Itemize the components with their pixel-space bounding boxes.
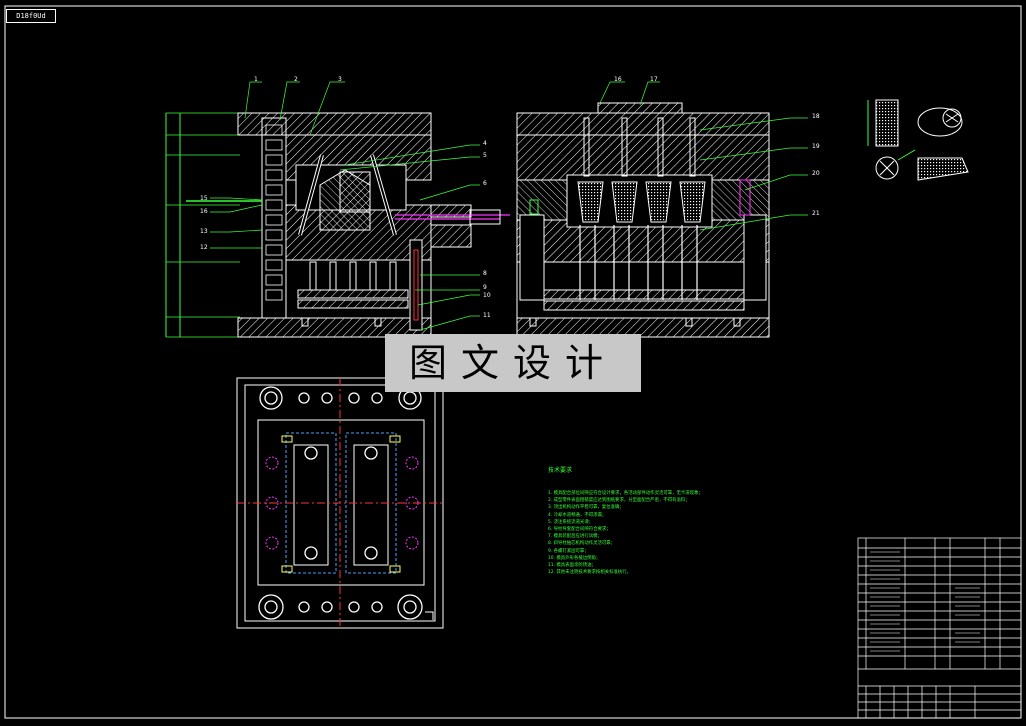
note-line: 6. 导柱导套配合间隙符合要求； [548, 527, 611, 533]
drawing-tag: D18f0Ud [6, 9, 56, 23]
plan-view [236, 377, 444, 629]
callout-label: 9 [483, 284, 487, 291]
callout-label: 10 [483, 292, 491, 299]
callout-label: 16 [614, 76, 622, 83]
note-line: 8. 斜导柱抽芯机构动作灵活可靠； [548, 541, 616, 547]
note-line: 7. 模具装配后应进行试模； [548, 534, 602, 540]
note-line: 1. 模具配合部位间隙应符合设计要求，各活动部件动作灵活可靠，无卡滞现象； [548, 491, 703, 496]
callout-label: 17 [650, 76, 658, 83]
callout-label: 8 [483, 270, 487, 277]
callout-label: 1 [254, 76, 258, 83]
callout-label: 5 [483, 152, 487, 159]
note-line: 12. 其他未注明技术要求按相关标准执行。 [548, 570, 632, 576]
callout-label: 6 [483, 180, 487, 187]
drawing-frame [4, 5, 1022, 719]
callout-label: 19 [812, 143, 820, 150]
part-detail [867, 99, 969, 181]
callout-label: 15 [200, 195, 208, 202]
technical-notes: 技术要求 1. 模具配合部位间隙应符合设计要求，各活动部件动作灵活可靠，无卡滞现… [548, 465, 808, 576]
note-line: 10. 模具外形各棱边倒角； [548, 555, 601, 561]
callout-label: 13 [200, 228, 208, 235]
callout-label: 16 [200, 208, 208, 215]
callout-label: 21 [812, 210, 820, 217]
watermark-banner: 图文设计 [385, 334, 641, 392]
callout-label: 2 [294, 76, 298, 83]
right-section-view [516, 81, 808, 338]
notes-title: 技术要求 [548, 467, 573, 474]
note-line: 5. 浇注系统流道光滑； [548, 519, 594, 525]
left-section-view [165, 81, 510, 338]
callout-label: 12 [200, 244, 208, 251]
note-line: 11. 模具表面涂防锈油； [548, 563, 596, 569]
note-line: 9. 各螺钉紧固可靠； [548, 548, 589, 554]
callout-label: 3 [338, 76, 342, 83]
callout-label: 18 [812, 113, 820, 120]
note-line: 3. 顶出机构动作平稳可靠，复位准确； [548, 505, 624, 511]
callout-label: 4 [483, 140, 487, 147]
callout-label: 11 [483, 312, 491, 319]
callout-label: 20 [812, 170, 820, 177]
title-block [857, 537, 1022, 719]
note-line: 2. 成型零件表面粗糙度应达到图纸要求，分型面配合严密，不得有溢料； [548, 498, 690, 504]
note-line: 4. 冷却水道畅通，不得渗漏； [548, 512, 607, 518]
